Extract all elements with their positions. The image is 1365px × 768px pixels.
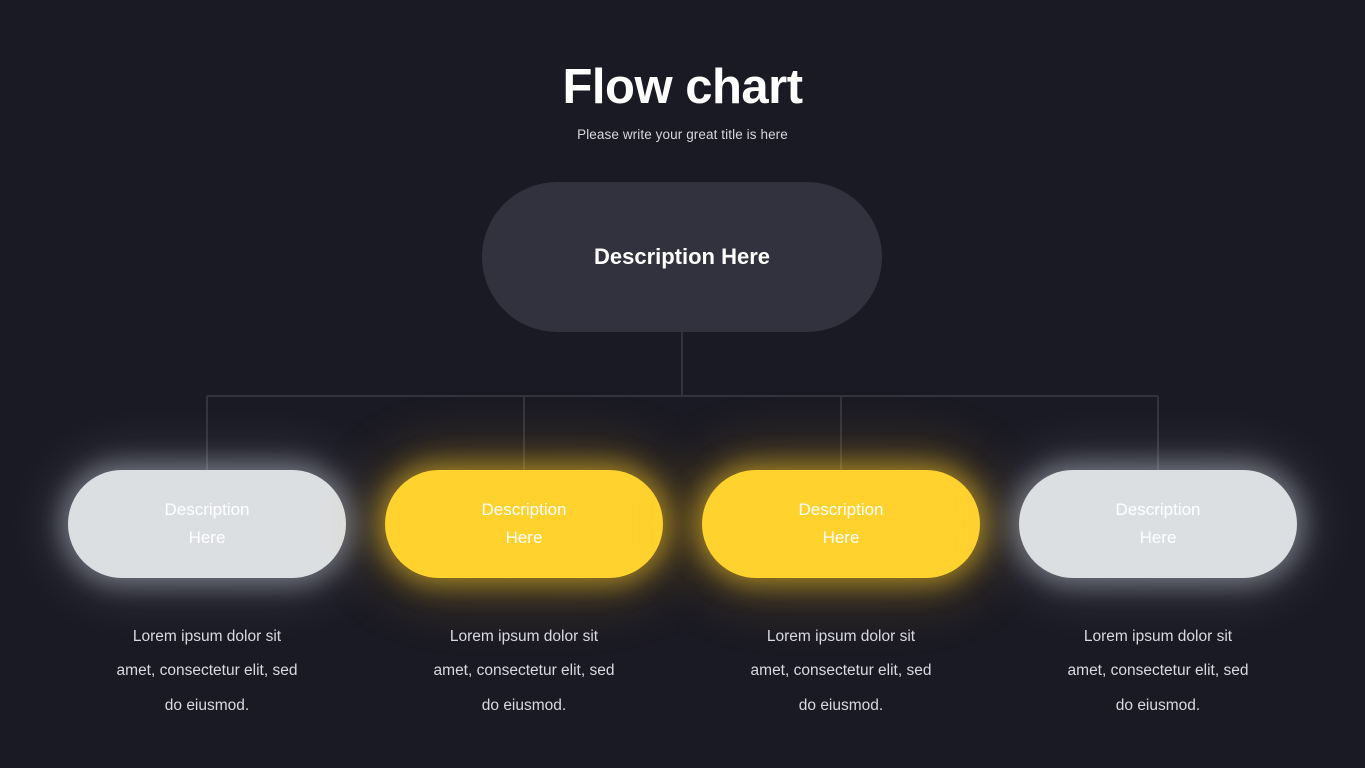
root-node-label: Description Here	[593, 244, 771, 270]
page-title: Flow chart	[562, 60, 803, 114]
child-node-4-label: Description Here	[1115, 500, 1201, 547]
child-caption-2: Lorem ipsum dolor sit amet, consectetur …	[433, 628, 615, 714]
child-caption-3: Lorem ipsum dolor sit amet, consectetur …	[750, 628, 932, 714]
child-caption-1: Lorem ipsum dolor sit amet, consectetur …	[116, 628, 298, 714]
child-node-3[interactable]: Description Here	[702, 470, 980, 578]
child-node-2-label: Description Here	[481, 500, 567, 547]
child-node-1[interactable]: Description Here	[68, 470, 346, 578]
page-subtitle: Please write your great title is here	[577, 127, 788, 142]
child-node-1-label: Description Here	[164, 500, 250, 547]
child-node-4[interactable]: Description Here	[1019, 470, 1297, 578]
child-node-2[interactable]: Description Here	[385, 470, 663, 578]
child-caption-4: Lorem ipsum dolor sit amet, consectetur …	[1067, 628, 1249, 714]
child-node-3-label: Description Here	[798, 500, 884, 547]
root-node[interactable]: Description Here	[482, 182, 882, 332]
